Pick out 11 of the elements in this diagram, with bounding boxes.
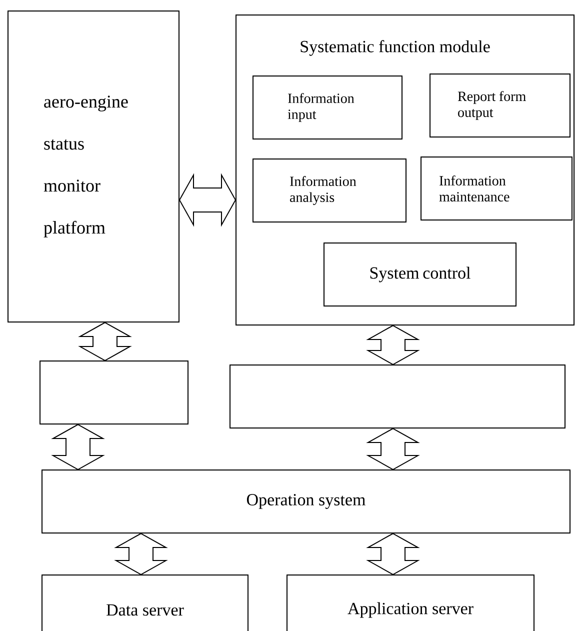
empty-box bbox=[230, 364, 566, 428]
component-box: Data server bbox=[42, 574, 248, 631]
component-box: Information input bbox=[252, 76, 402, 140]
component-box: Information maintenance bbox=[420, 156, 572, 220]
component-box: Operation system bbox=[42, 470, 570, 534]
component-box: System control bbox=[324, 242, 516, 306]
component-box: Report form output bbox=[430, 74, 570, 138]
platform-box: aero-engine status monitor platform bbox=[8, 10, 180, 322]
component-box: Application server bbox=[286, 574, 534, 631]
component-box: Information analysis bbox=[252, 158, 406, 222]
empty-box bbox=[40, 360, 188, 424]
